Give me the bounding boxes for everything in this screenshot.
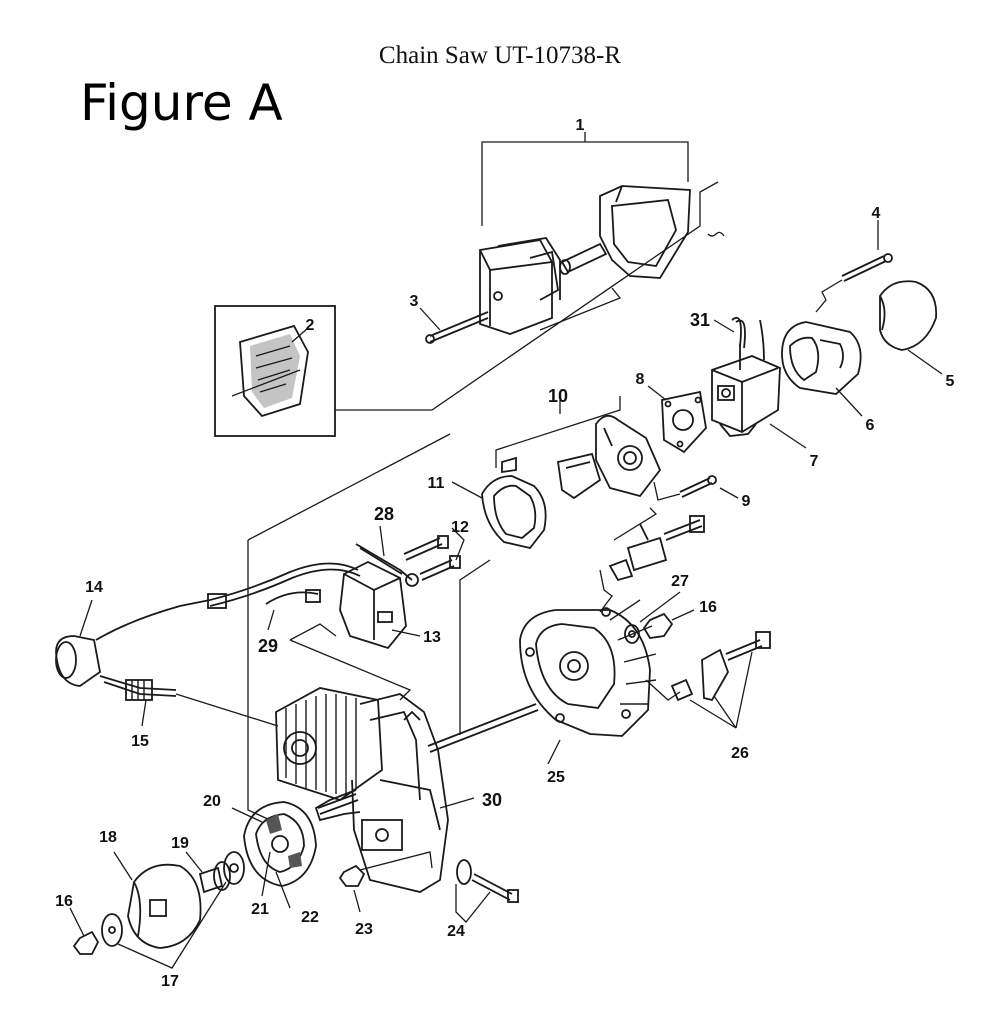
callout-6: 6 (866, 417, 875, 434)
figure-title: Figure A (80, 74, 283, 132)
callout-5: 5 (946, 373, 955, 390)
callout-labels: 1 2 3 4 5 6 7 8 9 10 11 12 13 14 15 16 1… (55, 117, 954, 990)
callout-11: 11 (428, 475, 445, 492)
callout-20: 20 (203, 793, 221, 810)
callout-9: 9 (742, 493, 751, 510)
callout-26: 26 (731, 745, 749, 762)
callout-13: 13 (423, 629, 441, 646)
adjuster-group (599, 507, 771, 729)
callout-21: 21 (251, 901, 269, 918)
callout-12: 12 (451, 519, 469, 536)
cylinder-block (247, 433, 539, 893)
intake-group (451, 396, 739, 550)
callout-1: 1 (576, 117, 585, 134)
callout-18: 18 (99, 829, 117, 846)
carburetor-cluster (647, 220, 943, 454)
callout-17: 17 (161, 973, 179, 990)
callout-24: 24 (447, 923, 465, 940)
clutch-group (69, 793, 359, 969)
ignition-module (95, 525, 465, 650)
callout-29: 29 (258, 636, 278, 656)
screw-part-3 (419, 307, 489, 344)
callout-23: 23 (355, 921, 373, 938)
callout-4: 4 (872, 205, 881, 222)
callout-30: 30 (482, 790, 502, 810)
document-title: Chain Saw UT-10738-R (378, 42, 622, 69)
callout-31: 31 (690, 310, 710, 330)
callout-2: 2 (306, 317, 315, 334)
callout-25: 25 (547, 769, 565, 786)
callout-15: 15 (131, 733, 149, 750)
callout-22: 22 (301, 909, 319, 926)
fastener-group (338, 851, 519, 923)
callout-19: 19 (171, 835, 189, 852)
callout-14: 14 (85, 579, 103, 596)
spark-plug-group (55, 599, 279, 727)
air-filter-assembly (479, 132, 691, 335)
callout-10: 10 (548, 386, 568, 406)
callout-28: 28 (374, 504, 394, 524)
callout-27: 27 (671, 573, 689, 590)
callout-16-adjuster: 16 (699, 599, 717, 616)
callout-7: 7 (810, 453, 819, 470)
callout-16-clutch: 16 (55, 893, 73, 910)
callout-3: 3 (410, 293, 419, 310)
callout-8: 8 (636, 371, 645, 388)
filter-element-inset (214, 181, 725, 437)
crankcase-cover (519, 599, 657, 765)
